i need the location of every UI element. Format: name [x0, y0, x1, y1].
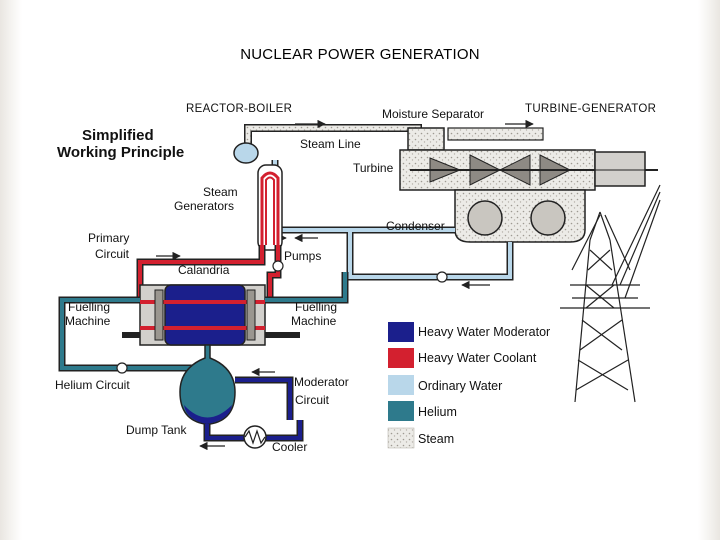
legend-label: Heavy Water Moderator [418, 325, 550, 339]
calandria [139, 284, 266, 346]
principle-heading-line2: Working Principle [57, 144, 184, 161]
turbine [399, 149, 596, 191]
helium-circuit [58, 272, 349, 374]
fuelling-machine-left-label-line2: Machine [65, 314, 111, 328]
primary-circuit [136, 245, 284, 298]
steam-generators-label-line2: Generators [174, 199, 234, 213]
legend-item-ordinary-water: Ordinary Water [388, 375, 502, 395]
turbine-label: Turbine [353, 161, 394, 175]
dump-tank-label: Dump Tank [126, 423, 187, 437]
moderator-circuit-label-line1: Moderator [294, 375, 349, 389]
turbine-generator-heading: TURBINE-GENERATOR [525, 103, 656, 115]
legend-swatch [387, 427, 415, 449]
legend-item-heavy-water-moderator: Heavy Water Moderator [388, 322, 550, 342]
legend: Heavy Water Moderator Heavy Water Coolan… [387, 322, 550, 449]
legend-label: Ordinary Water [418, 379, 502, 393]
legend-swatch [388, 322, 414, 342]
steam-line-label: Steam Line [300, 137, 361, 151]
legend-swatch [388, 401, 414, 421]
cooler [243, 425, 267, 449]
steam-generators-label-line1: Steam [203, 185, 238, 199]
helium-circuit-label: Helium Circuit [55, 378, 130, 392]
legend-item-steam: Steam [387, 427, 454, 449]
calandria-label: Calandria [178, 263, 230, 277]
legend-label: Helium [418, 405, 457, 419]
reactor-boiler-heading: REACTOR-BOILER [186, 103, 292, 115]
condenser-label: Condenser [386, 219, 445, 233]
page-title: NUCLEAR POWER GENERATION [240, 46, 480, 63]
generator [594, 151, 658, 187]
moisture-separator [407, 127, 544, 151]
primary-circuit-label-line1: Primary [88, 231, 129, 245]
legend-item-heavy-water-coolant: Heavy Water Coolant [388, 348, 537, 368]
steam-generators [233, 142, 283, 251]
dump-tank [179, 344, 236, 425]
fuelling-machine-right-label-line1: Fuelling [295, 300, 337, 314]
condenser [454, 189, 586, 243]
principle-heading-line1: Simplified [82, 127, 154, 144]
primary-circuit-label-line2: Circuit [95, 247, 130, 261]
legend-item-helium: Helium [388, 401, 457, 421]
legend-swatch [388, 348, 414, 368]
legend-label: Steam [418, 432, 454, 446]
moderator-circuit-label-line2: Circuit [295, 393, 330, 407]
legend-swatch [388, 375, 414, 395]
pumps-label: Pumps [284, 249, 321, 263]
moisture-separator-label: Moisture Separator [382, 107, 484, 121]
fuelling-machine-left-label-line1: Fuelling [68, 300, 110, 314]
cooler-label: Cooler [272, 440, 307, 454]
transmission-tower [560, 184, 661, 403]
fuelling-machine-right-label-line2: Machine [291, 314, 337, 328]
legend-label: Heavy Water Coolant [418, 351, 537, 365]
